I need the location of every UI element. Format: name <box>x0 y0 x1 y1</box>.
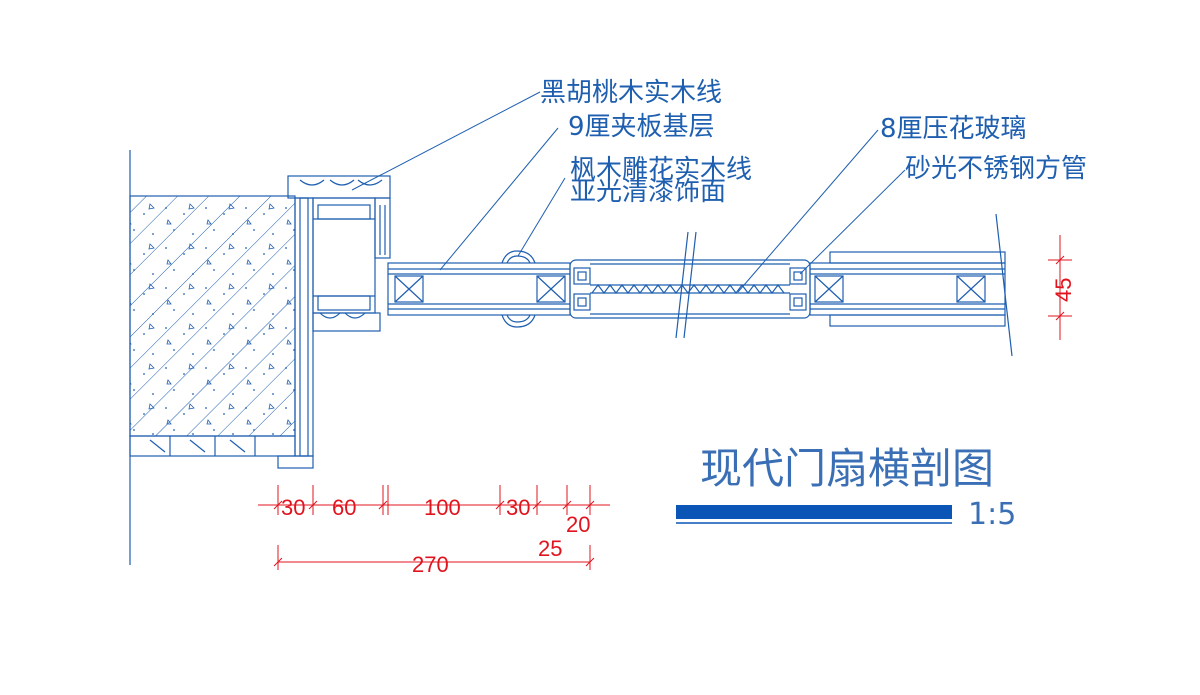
callout-plywood-base: 9厘夹板基层 <box>568 112 715 142</box>
dim-25: 25 <box>538 536 562 561</box>
title-underline-bar <box>676 505 952 519</box>
callout-maple-carved-trim: 枫木雕花实木线 <box>570 155 752 185</box>
dimension-labels: 30 60 100 30 20 25 270 45 <box>281 278 1076 577</box>
drawing-title-block: 现代门扇横剖图 1:5 <box>676 444 1016 532</box>
door-frame <box>277 175 391 469</box>
dim-45: 45 <box>1051 278 1076 302</box>
dim-100: 100 <box>424 495 461 520</box>
leader-lines <box>351 91 906 293</box>
dim-20: 20 <box>566 512 590 537</box>
wall-section <box>129 150 296 565</box>
drawing-scale: 1:5 <box>968 497 1016 532</box>
callout-matte-lacquer: 亚光清漆饰面 <box>570 177 726 207</box>
callout-walnut-trim: 黑胡桃木实木线 <box>540 78 722 108</box>
dim-30-left: 30 <box>281 495 305 520</box>
drawing-title: 现代门扇横剖图 <box>700 444 994 493</box>
dim-270: 270 <box>412 552 449 577</box>
door-leaf <box>387 213 1013 357</box>
callout-labels: 黑胡桃木实木线 9厘夹板基层 枫木雕花实木线 亚光清漆饰面 8厘压花玻璃 砂光不… <box>540 78 1087 207</box>
callout-stainless-tube: 砂光不锈钢方管 <box>905 154 1087 184</box>
dim-30-right: 30 <box>506 495 530 520</box>
dimension-lines <box>258 235 1072 570</box>
dim-60: 60 <box>332 495 356 520</box>
callout-embossed-glass: 8厘压花玻璃 <box>880 114 1027 144</box>
